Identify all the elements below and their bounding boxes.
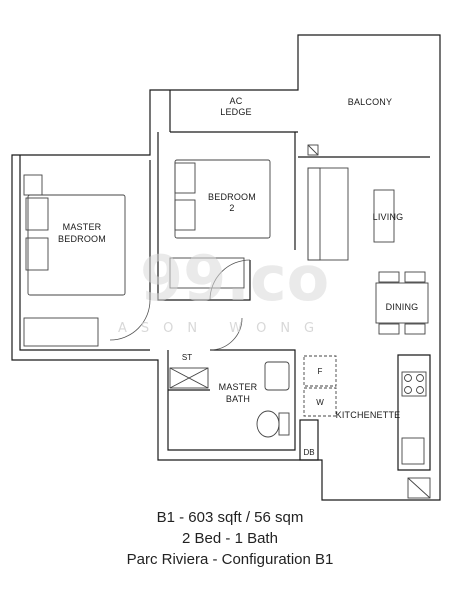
master-nightstand-top bbox=[25, 197, 49, 231]
dining-chair-4 bbox=[404, 323, 426, 335]
label-bedroom2-1: BEDROOM bbox=[208, 192, 256, 202]
plan-caption: B1 - 603 sqft / 56 sqm 2 Bed - 1 Bath Pa… bbox=[0, 507, 460, 570]
hob-burner-2 bbox=[416, 374, 424, 382]
wall-master-bedroom bbox=[19, 155, 151, 351]
hob-burner-3 bbox=[404, 386, 412, 394]
caption-rooms: 2 Bed - 1 Bath bbox=[182, 530, 278, 547]
wall-bedroom2 bbox=[157, 132, 296, 301]
bedroom2-bed bbox=[174, 159, 271, 239]
label-store: ST bbox=[182, 353, 192, 362]
label-master-bath-2: BATH bbox=[226, 394, 250, 404]
bedroom2-nightstand-bottom bbox=[174, 199, 196, 231]
master-bed bbox=[27, 194, 126, 296]
bedroom2-nightstand-top bbox=[174, 162, 196, 194]
db-cupboard bbox=[299, 419, 319, 461]
door-bath bbox=[209, 317, 243, 351]
sofa-back bbox=[307, 167, 321, 261]
label-ac-ledge-2: LEDGE bbox=[220, 107, 252, 117]
bath-basin bbox=[264, 361, 290, 391]
yard-box bbox=[407, 477, 431, 499]
kitchen-counter bbox=[397, 354, 431, 471]
label-bedroom2-2: 2 bbox=[229, 203, 234, 213]
label-balcony: BALCONY bbox=[348, 97, 392, 107]
master-nightstand-bottom bbox=[25, 237, 49, 271]
hob-burner-4 bbox=[416, 386, 424, 394]
fridge bbox=[303, 355, 337, 387]
label-master-bath-1: MASTER bbox=[219, 382, 258, 392]
shower-diag-2 bbox=[169, 367, 209, 389]
hob-burner-1 bbox=[404, 374, 412, 382]
master-wardrobe bbox=[23, 317, 99, 347]
living-table bbox=[373, 189, 395, 243]
dining-chair-3 bbox=[378, 323, 400, 335]
caption-config: Parc Riviera - Configuration B1 bbox=[126, 551, 334, 568]
caption-size: B1 - 603 sqft / 56 sqm bbox=[156, 509, 304, 526]
door-master bbox=[109, 299, 151, 341]
toilet-tank bbox=[278, 412, 290, 436]
label-db: DB bbox=[303, 448, 314, 457]
label-living: LIVING bbox=[373, 212, 404, 222]
washer bbox=[303, 387, 337, 417]
master-pillow-strip bbox=[23, 174, 43, 196]
label-fridge: F bbox=[318, 367, 323, 376]
watermark-agent: ASON WONG bbox=[118, 321, 328, 336]
ac-marker bbox=[307, 144, 319, 156]
watermark-brand: 99.co bbox=[140, 242, 329, 315]
ac-marker-diag bbox=[307, 144, 319, 156]
wall-bath bbox=[167, 349, 296, 451]
door-bedroom2 bbox=[209, 259, 251, 301]
label-washer: W bbox=[316, 398, 324, 407]
outer-wall bbox=[11, 34, 441, 501]
dining-chair-2 bbox=[404, 271, 426, 283]
label-master-bedroom-1: MASTER bbox=[63, 222, 102, 232]
dining-table bbox=[375, 282, 429, 324]
toilet-bowl bbox=[256, 410, 280, 438]
label-kitchenette: KITCHENETTE bbox=[336, 410, 401, 420]
label-dining: DINING bbox=[386, 302, 419, 312]
label-ac-ledge-1: AC bbox=[230, 96, 243, 106]
bedroom2-wardrobe bbox=[169, 257, 245, 289]
kitchen-sink bbox=[401, 437, 425, 465]
floor-plan: 99.co ASON WONG AC LEDGE BALCONY BEDROOM… bbox=[11, 34, 441, 501]
label-master-bedroom-2: BEDROOM bbox=[58, 234, 106, 244]
shower-area bbox=[169, 367, 209, 389]
yard-box-diag bbox=[407, 477, 431, 499]
hob bbox=[401, 371, 427, 397]
dining-chair-1 bbox=[378, 271, 400, 283]
